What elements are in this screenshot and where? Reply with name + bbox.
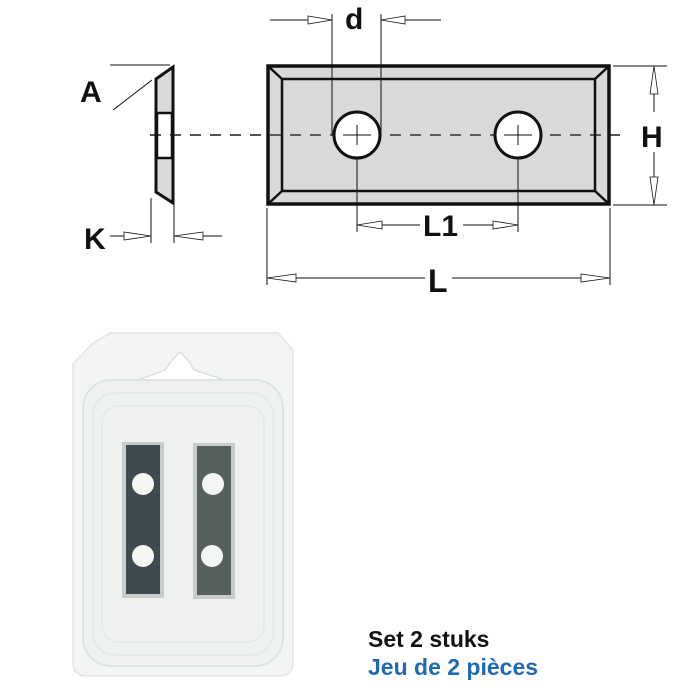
product-photo	[72, 332, 294, 677]
hole-diameter-label: d	[345, 3, 363, 36]
caption-dutch: Set 2 stuks	[368, 626, 490, 652]
thickness-label: K	[84, 223, 106, 256]
caption-french: Jeu de 2 pièces	[368, 654, 539, 680]
blister-bubble-outer	[82, 379, 284, 667]
angle-label: A	[80, 76, 102, 109]
length-label: L	[428, 263, 448, 299]
hole-spacing-dimension: L1	[356, 158, 519, 243]
side-view: A K	[80, 64, 222, 256]
length-dimension: L	[266, 208, 611, 299]
hole-spacing-label: L1	[423, 210, 458, 243]
blade-left	[122, 442, 164, 598]
height-label: H	[641, 121, 663, 154]
blade-right	[193, 443, 235, 599]
height-dimension: H	[613, 65, 667, 206]
hole-diameter-dimension: d	[270, 3, 441, 135]
front-view	[150, 64, 620, 206]
